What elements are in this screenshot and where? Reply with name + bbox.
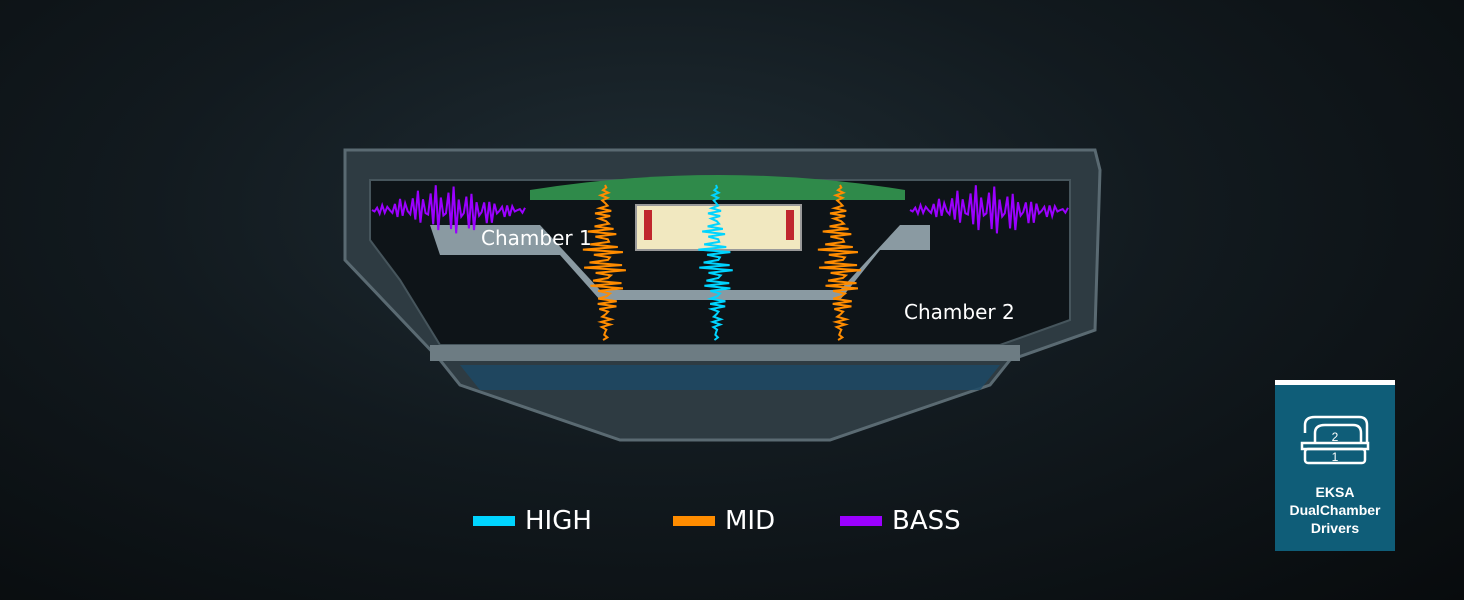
mid-wave-right — [817, 184, 861, 341]
chamber-2-number: 2 — [1332, 430, 1339, 444]
legend-high: HIGH — [473, 506, 592, 536]
bass-swatch — [840, 516, 882, 526]
coil-right — [786, 210, 794, 240]
mid-wave-left — [582, 184, 626, 341]
bottom-plate — [430, 345, 1020, 361]
legend-mid: MID — [673, 506, 775, 536]
chamber-1-number: 1 — [1332, 450, 1339, 464]
legend-label: MID — [725, 506, 776, 536]
high-swatch — [473, 516, 515, 526]
legend-label: BASS — [892, 506, 961, 536]
chamber-1-wall — [430, 225, 930, 300]
bass-wave-right — [909, 185, 1069, 234]
mesh — [460, 365, 1000, 390]
chamber-2-label: Chamber 2 — [904, 300, 1015, 324]
bass-wave-left — [371, 185, 526, 234]
chamber-1-label: Chamber 1 — [481, 226, 592, 250]
badge-line-3: Drivers — [1310, 520, 1360, 536]
legend-label: HIGH — [525, 506, 592, 536]
badge-line-1: EKSA — [1315, 484, 1355, 500]
high-wave-center — [698, 184, 733, 341]
dual-chamber-icon: 2 1 — [1300, 415, 1370, 465]
legend-bass: BASS — [840, 506, 961, 536]
mid-swatch — [673, 516, 715, 526]
dual-chamber-badge: 2 1 EKSA DualChamber Drivers — [1275, 380, 1395, 551]
badge-line-2: DualChamber — [1289, 502, 1381, 518]
coil-left — [644, 210, 652, 240]
